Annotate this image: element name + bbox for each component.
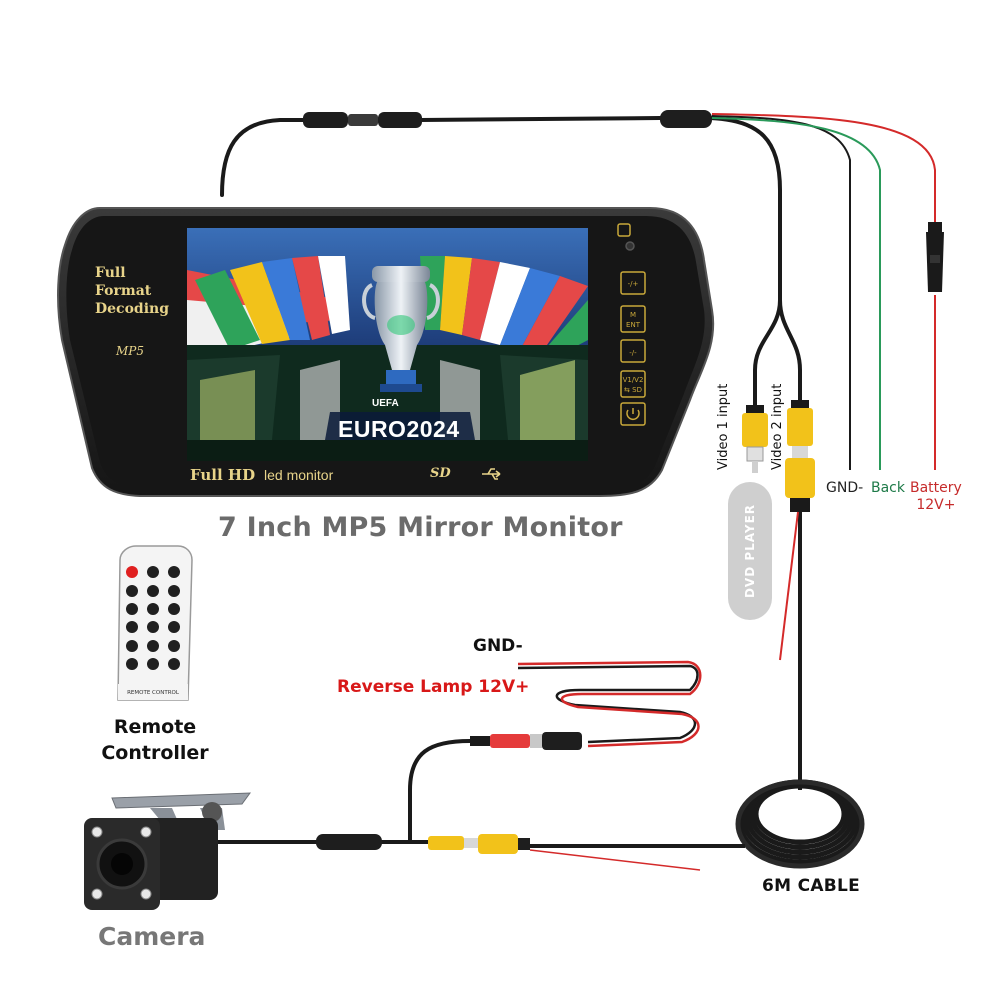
led-monitor-text: led monitor — [264, 467, 334, 483]
stadium-stripes — [187, 256, 588, 360]
cable-length-label: 6M CABLE — [762, 876, 861, 896]
reverse-gnd-label: GND- — [473, 636, 523, 656]
power-gnd-label: GND- — [826, 480, 864, 496]
battery-label-line1: Battery — [910, 480, 962, 496]
power-wires — [711, 113, 936, 470]
dvd-player-label: DVD PLAYER — [743, 503, 757, 599]
usb-icon — [482, 468, 501, 480]
uefa-badge-text: UEFA — [372, 398, 399, 409]
rear-camera — [84, 792, 252, 910]
svg-text:-/+: -/+ — [628, 280, 639, 288]
svg-text:ENT: ENT — [626, 321, 641, 329]
svg-text:M: M — [630, 311, 636, 319]
remote-footer: REMOTE CONTROL — [127, 690, 180, 696]
svg-text:⇆ SD: ⇆ SD — [624, 386, 642, 394]
camera-cable — [218, 739, 745, 848]
svg-text:-/-: -/- — [629, 349, 637, 357]
svg-text:V1/V2: V1/V2 — [623, 376, 644, 384]
mp5-logo: MP5 — [116, 344, 144, 358]
dvd-player-badge: DVD PLAYER — [728, 482, 772, 620]
euro2024-banner: EURO2024 — [338, 416, 460, 442]
video-2-rca-connector — [785, 400, 815, 512]
reverse-lamp-wiring — [517, 660, 702, 748]
video-2-input-label: Video 2 input — [770, 383, 785, 470]
monitor-button-glyphs: -/+ M ENT -/- V1/V2 ⇆ SD — [623, 280, 644, 394]
reverse-lamp-connector — [470, 732, 582, 750]
full-format-decoding-text: Full Format Decoding — [95, 265, 169, 317]
back-wire-label: Back — [871, 480, 905, 496]
camera-inline-connectors — [316, 834, 530, 854]
camera-title: Camera — [98, 922, 206, 951]
remote-buttons — [126, 566, 180, 670]
battery-label: Battery 12V+ — [910, 480, 962, 514]
monitor-side-buttons — [617, 223, 646, 426]
battery-label-line2: 12V+ — [916, 497, 956, 513]
full-hd-logo: Full HD — [190, 466, 256, 484]
monitor-title: 7 Inch MP5 Mirror Monitor — [218, 512, 623, 543]
mirror-monitor: -/+ M ENT -/- V1/V2 ⇆ SD — [57, 207, 715, 497]
sd-logo: SD — [430, 466, 451, 481]
monitor-screen — [187, 228, 588, 461]
monitor-power-cable — [220, 116, 802, 407]
video-1-rca-connector — [742, 405, 768, 473]
remote-controller: REMOTE CONTROL — [117, 545, 193, 701]
camera-red-wire — [529, 849, 701, 871]
trophy — [362, 266, 440, 392]
inline-fuse — [926, 222, 944, 292]
remote-title: Remote Controller — [101, 716, 209, 764]
reverse-lamp-label: Reverse Lamp 12V+ — [337, 677, 530, 697]
cable-coil — [735, 779, 865, 869]
camera-video-cable — [779, 511, 802, 790]
video-1-input-label: Video 1 input — [716, 383, 731, 470]
inline-connectors — [303, 110, 712, 128]
